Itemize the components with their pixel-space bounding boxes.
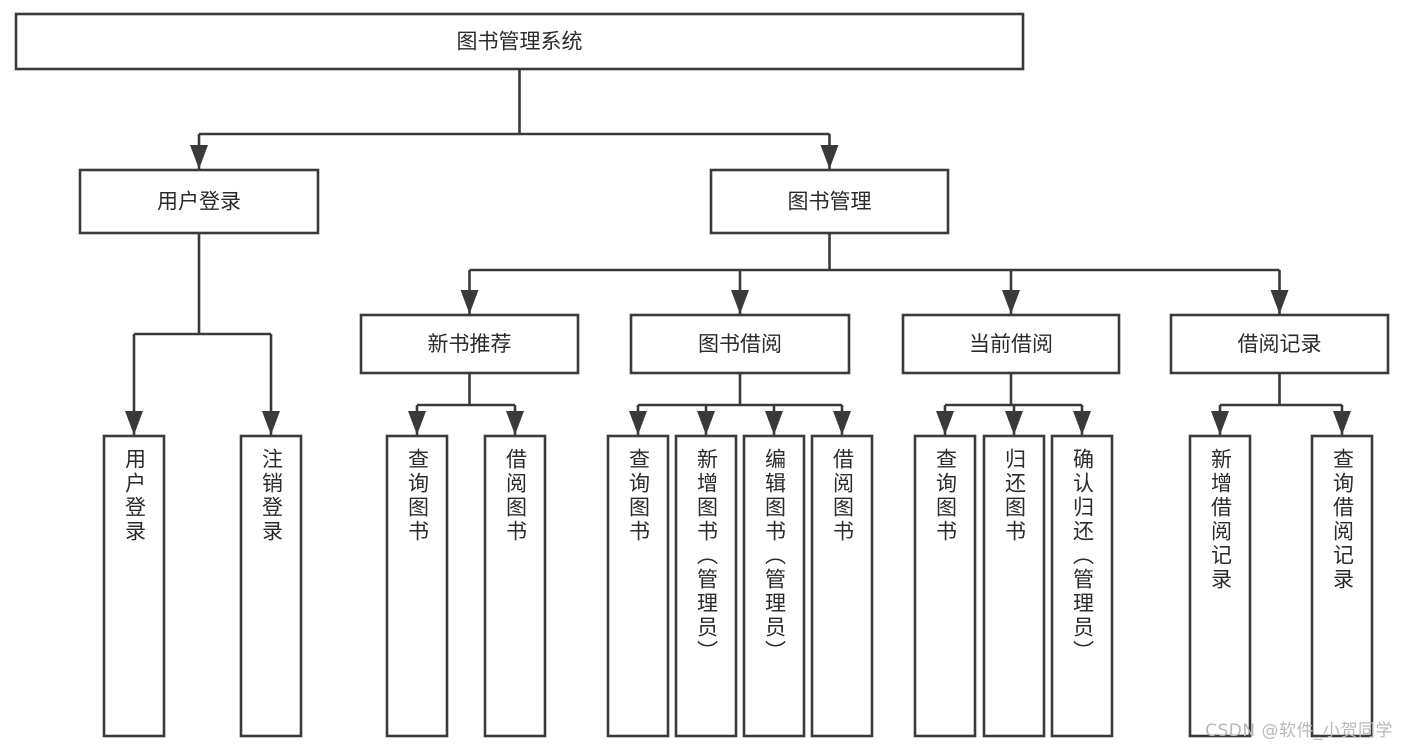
- l2-label-图书管理: 图书管理: [788, 190, 872, 214]
- leaf-box-查询图书[interactable]: [606, 434, 670, 738]
- leaf-box-新增图书管理员[interactable]: [674, 434, 738, 738]
- arrow-head-icon: [820, 145, 839, 169]
- root-label-图书管理系统: 图书管理系统: [457, 30, 583, 54]
- arrow-head-icon: [765, 411, 783, 435]
- leaf-box-归还图书[interactable]: [982, 434, 1046, 738]
- leaf-box-借阅图书[interactable]: [810, 434, 874, 738]
- arrow-head-icon: [408, 411, 426, 435]
- leaf-box-借阅图书[interactable]: [483, 434, 547, 738]
- l3-box-图书借阅[interactable]: [629, 313, 851, 375]
- root-box-图书管理系统[interactable]: [14, 12, 1025, 71]
- arrow-head-icon: [506, 411, 524, 435]
- leaf-box-用户登录[interactable]: [102, 434, 166, 738]
- leaf-box-查询借阅记录[interactable]: [1310, 434, 1374, 738]
- arrow-head-icon: [1333, 411, 1351, 435]
- arrow-head-icon: [697, 411, 715, 435]
- l2-box-图书管理[interactable]: [709, 168, 950, 235]
- leaf-box-新增借阅记录[interactable]: [1188, 434, 1252, 738]
- l3-label-当前借阅: 当前借阅: [969, 332, 1053, 356]
- arrow-head-icon: [262, 411, 280, 435]
- l3-box-当前借阅[interactable]: [901, 313, 1121, 375]
- l2-box-用户登录[interactable]: [78, 168, 320, 235]
- l3-label-借阅记录: 借阅记录: [1238, 332, 1322, 356]
- connector-layer: [125, 69, 1351, 435]
- l3-label-图书借阅: 图书借阅: [698, 332, 782, 356]
- arrow-head-icon: [125, 411, 143, 435]
- leaf-box-注销登录[interactable]: [239, 434, 303, 738]
- l3-box-新书推荐[interactable]: [359, 313, 580, 375]
- watermark: CSDN @软件_小贺同学: [1205, 721, 1393, 741]
- arrow-head-icon: [833, 411, 851, 435]
- leaf-box-编辑图书管理员[interactable]: [742, 434, 806, 738]
- node-box-layer: [14, 12, 1390, 738]
- arrow-head-icon: [1005, 411, 1023, 435]
- arrow-head-icon: [190, 145, 208, 169]
- arrow-head-icon: [460, 290, 479, 314]
- arrow-head-icon: [1002, 290, 1020, 314]
- leaf-box-查询图书[interactable]: [385, 434, 449, 738]
- arrow-head-icon: [936, 411, 954, 435]
- leaf-box-确认归还管理员[interactable]: [1050, 434, 1114, 738]
- arrow-head-icon: [1270, 290, 1289, 314]
- leaf-box-查询图书[interactable]: [913, 434, 977, 738]
- arrow-head-icon: [629, 411, 647, 435]
- l2-label-用户登录: 用户登录: [157, 190, 241, 214]
- arrow-head-icon: [1073, 411, 1091, 435]
- arrow-head-icon: [1211, 411, 1229, 435]
- l3-label-新书推荐: 新书推荐: [428, 332, 512, 356]
- arrow-head-icon: [731, 290, 749, 314]
- l3-box-借阅记录[interactable]: [1169, 313, 1390, 375]
